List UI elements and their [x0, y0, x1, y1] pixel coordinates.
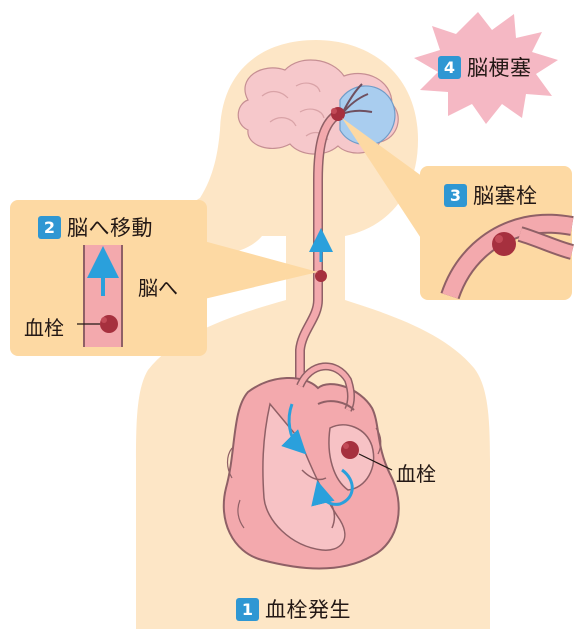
step-1-badge: 1: [236, 598, 259, 621]
step-4-badge: 4: [438, 56, 461, 79]
step-4-text: 脳梗塞: [467, 52, 532, 82]
label-cerebral-embolism: 3 脳塞栓: [444, 180, 538, 210]
label-to-brain: 脳へ: [138, 272, 178, 301]
label-clot-formation: 1 血栓発生: [236, 594, 351, 624]
label-move-to-brain: 2 脳へ移動: [38, 212, 153, 242]
step-3-badge: 3: [444, 184, 467, 207]
step-1-text: 血栓発生: [265, 594, 351, 624]
label-clot-heart: 血栓: [396, 458, 436, 487]
label-clot-inset: 血栓: [24, 312, 64, 341]
step-2-badge: 2: [38, 216, 61, 239]
step-2-text: 脳へ移動: [67, 212, 153, 242]
step-3-text: 脳塞栓: [473, 180, 538, 210]
label-cerebral-infarction: 4 脳梗塞: [438, 52, 532, 82]
